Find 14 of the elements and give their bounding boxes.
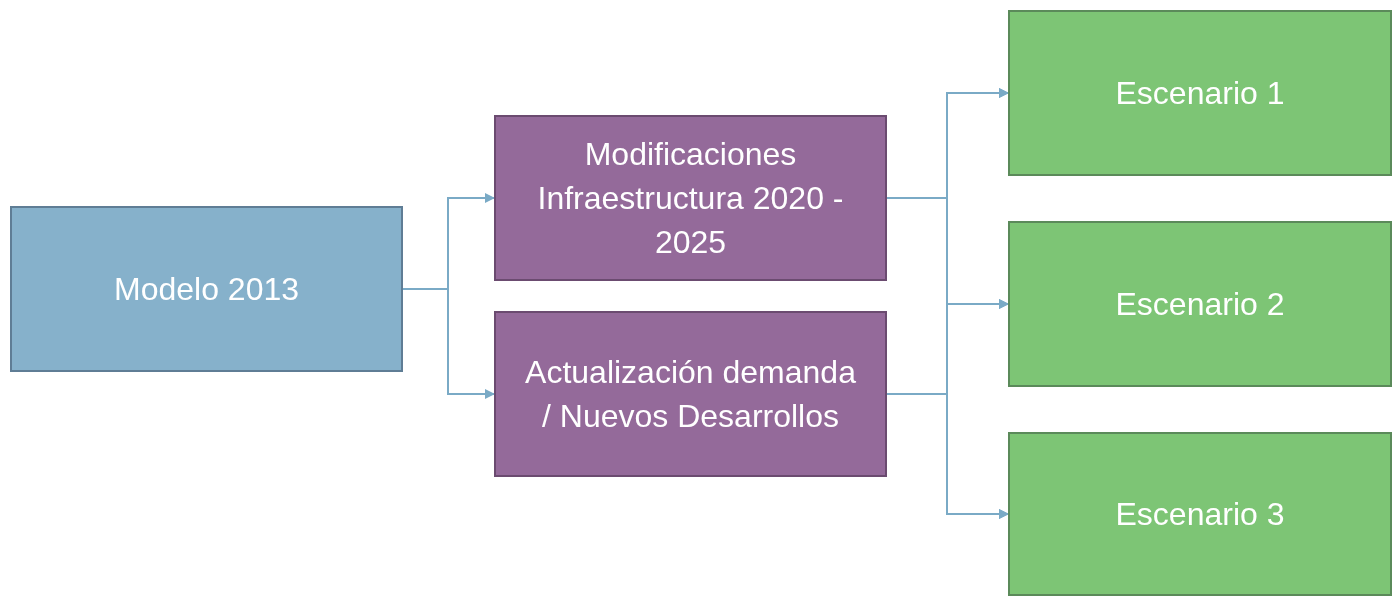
node-label: Actualización demanda / Nuevos Desarrollos: [524, 353, 857, 436]
process-box: [494, 115, 887, 281]
node-label: Modificaciones Infraestructura 2020 - 2025: [536, 135, 845, 262]
connector-arrow: [886, 393, 1009, 519]
node-label: Escenario 1: [1115, 74, 1285, 113]
node-label: Escenario 2: [1115, 285, 1285, 324]
scenario-box: [1008, 221, 1392, 387]
model-box: [10, 206, 403, 372]
scenario-box: [1008, 432, 1392, 596]
process-box: [494, 311, 887, 477]
connector-arrow: [402, 288, 495, 399]
scenario-box: [1008, 10, 1392, 176]
node-label: Modelo 2013: [114, 270, 299, 309]
node-label: Escenario 3: [1115, 495, 1285, 534]
